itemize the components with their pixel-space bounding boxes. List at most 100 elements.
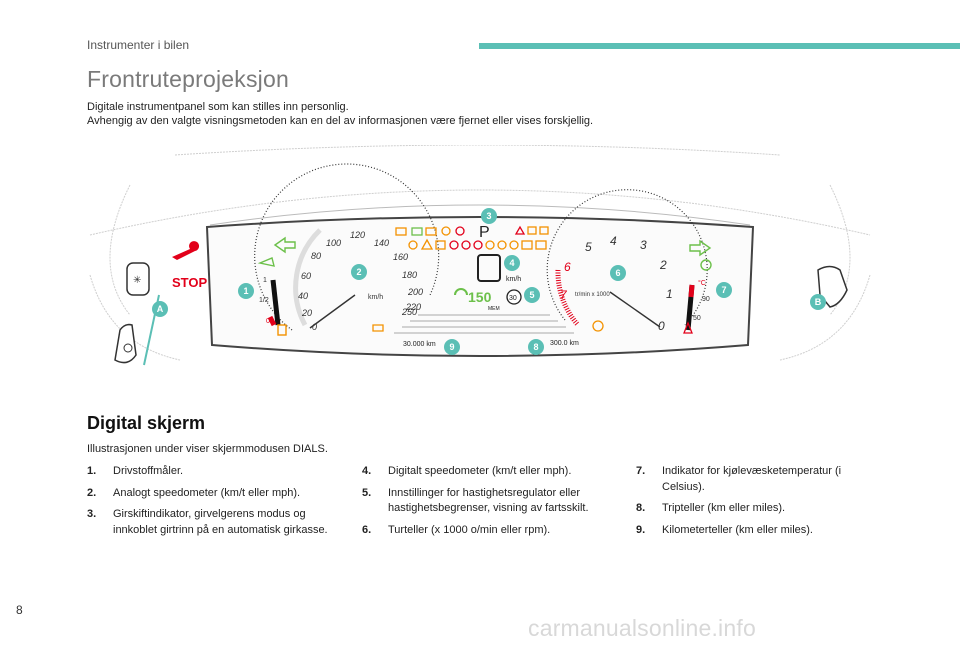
dashboard-outline — [89, 145, 871, 361]
callout-8-badge — [528, 339, 544, 355]
legend-number: 5. — [362, 486, 372, 499]
odometer-value: 30.000 km — [403, 341, 436, 348]
legend-text: Tripteller (km eller miles). — [662, 502, 786, 514]
legend-number: 8. — [636, 502, 646, 514]
warning-lights-top-right — [514, 225, 549, 235]
rpm-tick-labels: 0 1 2 3 4 5 6 7 — [560, 234, 673, 333]
oil-icon — [372, 324, 384, 332]
speed-tick-label: 220 — [405, 302, 421, 312]
left-button-lower — [114, 323, 137, 364]
intro-line-2: Avhengig av den valgte visningsmetoden k… — [87, 115, 594, 127]
gear-indicator: P — [479, 224, 490, 241]
speed-tick-label: 250 — [401, 307, 417, 317]
fuel-pump-icon — [277, 324, 287, 336]
legend-item: 3. Girskiftindikator, girvelgerens modus… — [87, 507, 337, 538]
speed-tick-label: 40 — [298, 291, 308, 301]
callout-9-badge — [444, 339, 460, 355]
cruise-control-icon — [454, 288, 468, 296]
section-heading: Digital skjerm — [87, 413, 206, 433]
callout-5-badge — [524, 287, 540, 303]
speed-limit-sign — [506, 289, 522, 305]
cruise-speed-value: 150 — [468, 289, 492, 305]
mem-label: MEM — [488, 306, 500, 312]
legend-item: 7. Indikator for kjølevæsketemperatur (i… — [636, 464, 876, 495]
callout-b: B — [815, 297, 822, 307]
callout-5: 5 — [529, 290, 534, 300]
coolant-temperature-gauge: °C 90 50 — [683, 279, 710, 334]
legend-number: 2. — [87, 486, 97, 499]
analog-speedometer: 0 20 40 60 80 100 120 140 160 180 200 22… — [254, 163, 440, 332]
intro-line-1: Digitale instrumentpanel som kan stilles… — [87, 101, 349, 113]
fuel-gauge: 1 1/2 0 — [259, 277, 287, 336]
warning-lights-row-middle — [408, 238, 547, 250]
rpm-tick-label: 6 — [564, 260, 571, 274]
legend-column-1: 1. Drivstoffmåler. 2. Analogt speedomete… — [87, 464, 337, 544]
callout-3-badge — [481, 208, 497, 224]
temp-tick-label: °C — [698, 279, 706, 287]
speed-tick-label: 80 — [311, 251, 321, 261]
legend-text: Kilometerteller (km eller miles). — [662, 523, 813, 536]
callout-3: 3 — [486, 211, 491, 221]
legend-number: 1. — [87, 465, 97, 477]
legend-item: 8. Tripteller (km eller miles). — [636, 501, 876, 517]
legend-text: Analogt speedometer (km/t eller mph). — [113, 486, 301, 499]
speed-tick-label: 140 — [374, 238, 389, 248]
rpm-unit: tr/min x 1000 — [575, 292, 610, 298]
speed-tick-label: 160 — [393, 252, 408, 262]
handbrake-icon — [592, 320, 604, 332]
legend-text: Indikator for kjølevæsketemperatur (i Ce… — [662, 465, 842, 493]
page-number: 8 — [16, 603, 23, 617]
legend-item: 5. Innstillinger for hastighetsregulator… — [362, 486, 617, 517]
callout-2: 2 — [356, 267, 361, 277]
right-button — [817, 265, 848, 308]
callouts: 1 2 3 4 5 6 7 8 9 A B — [152, 208, 826, 355]
callout-8: 8 — [533, 342, 538, 352]
legend-text: Innstillinger for hastighetsregulator el… — [388, 486, 589, 515]
fuel-tick-label: 1/2 — [259, 297, 269, 304]
speed-tick-label: 20 — [301, 308, 312, 318]
rpm-tick-label: 3 — [640, 238, 647, 252]
section-header: Instrumenter i bilen — [87, 38, 190, 52]
turn-right-indicator-icon — [689, 239, 712, 257]
speed-tick-label: 0 — [312, 322, 317, 332]
legend-item: 2. Analogt speedometer (km/t eller mph). — [87, 486, 337, 502]
legend-text: Drivstoffmåler. — [113, 465, 184, 477]
left-lower-button-icon — [123, 343, 133, 353]
speed-tick-label: 60 — [301, 271, 311, 281]
rpm-tick-label: 7 — [560, 288, 568, 302]
callout-9: 9 — [449, 342, 454, 352]
turn-left-indicator-icon — [273, 236, 296, 254]
callout-6: 6 — [615, 268, 620, 278]
speed-tick-labels: 0 20 40 60 80 100 120 140 160 180 200 22… — [298, 230, 423, 332]
road-graphic — [394, 314, 574, 334]
tachometer: 0 1 2 3 4 5 6 7 tr/min x 1000 — [546, 189, 708, 333]
fuel-tick-label: 1 — [263, 277, 267, 284]
legend-number: 7. — [636, 465, 646, 477]
coolant-icon — [683, 321, 693, 334]
watermark: carmanualsonline.info — [528, 615, 756, 641]
legend-item: 9. Kilometerteller (km eller miles). — [636, 523, 876, 539]
callout-7-badge — [716, 282, 732, 298]
rpm-tick-label: 4 — [610, 234, 617, 248]
speed-tick-label: 100 — [326, 238, 341, 248]
lights-indicator-icon — [257, 257, 275, 267]
legend-number: 9. — [636, 523, 646, 536]
callout-4-badge — [504, 255, 520, 271]
rpm-tick-label: 5 — [585, 240, 592, 254]
legend-text: Girskiftindikator, girvelgerens modus og… — [113, 508, 328, 536]
callout-7: 7 — [721, 285, 726, 295]
callout-b-badge — [810, 294, 826, 310]
legend-item: 6. Turteller (x 1000 o/min eller rpm). — [362, 523, 617, 539]
speed-tick-label: 200 — [407, 287, 423, 297]
section-description: Illustrasjonen under viser skjermmodusen… — [87, 443, 328, 455]
callout-a: A — [157, 304, 164, 314]
page-title: Frontruteprojeksjon — [87, 66, 289, 92]
warning-lights-row-top — [395, 226, 465, 236]
legend-number: 3. — [87, 508, 97, 520]
cluster-hood — [209, 204, 751, 226]
analog-speed-unit: km/h — [368, 294, 383, 301]
callout-a-badge — [152, 301, 168, 317]
service-wrench-icon — [172, 241, 200, 260]
left-button-upper — [126, 262, 150, 296]
callout-2-badge — [351, 264, 367, 280]
